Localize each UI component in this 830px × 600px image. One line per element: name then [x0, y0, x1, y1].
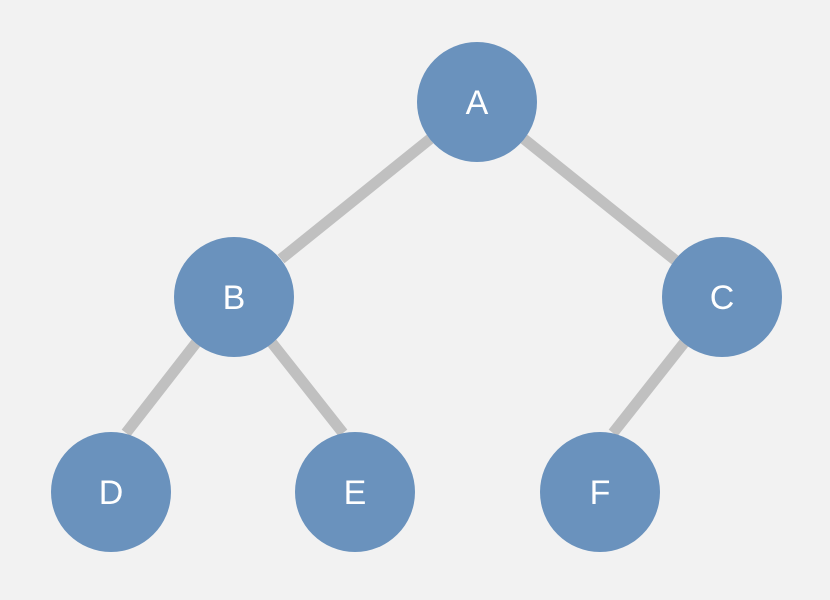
nodes-layer: A B C D E F	[51, 42, 782, 552]
node-d[interactable]: D	[51, 432, 171, 552]
edge-c-f	[608, 339, 689, 437]
edge-a-c	[520, 134, 679, 265]
node-f-label: F	[590, 474, 611, 512]
node-d-label: D	[99, 474, 124, 512]
node-f-circle[interactable]	[540, 432, 660, 552]
node-c[interactable]: C	[662, 237, 782, 357]
node-e[interactable]: E	[295, 432, 415, 552]
edge-b-e	[267, 339, 348, 437]
node-b[interactable]: B	[174, 237, 294, 357]
node-b-circle[interactable]	[174, 237, 294, 357]
node-d-circle[interactable]	[51, 432, 171, 552]
edge-b-d	[121, 339, 201, 437]
node-a[interactable]: A	[417, 42, 537, 162]
node-f[interactable]: F	[540, 432, 660, 552]
node-c-label: C	[710, 279, 735, 317]
edge-a-b	[277, 134, 434, 264]
node-a-label: A	[466, 84, 489, 122]
node-e-circle[interactable]	[295, 432, 415, 552]
edges-layer	[121, 134, 689, 437]
node-b-label: B	[223, 279, 246, 317]
node-a-circle[interactable]	[417, 42, 537, 162]
node-c-circle[interactable]	[662, 237, 782, 357]
node-e-label: E	[344, 474, 367, 512]
